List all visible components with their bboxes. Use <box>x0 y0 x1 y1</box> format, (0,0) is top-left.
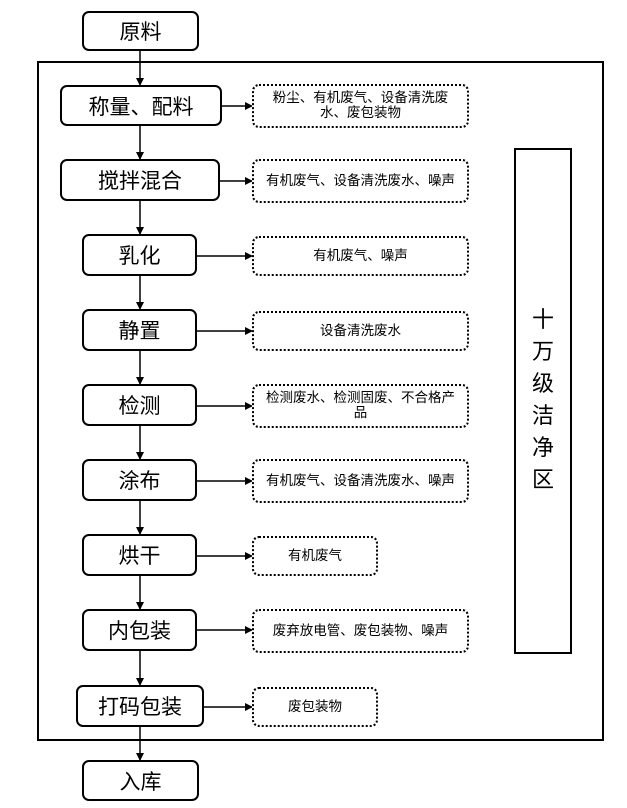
emission-box-6: 有机废气、设备清洗废水、噪声 <box>252 459 469 503</box>
emission-box-2: 有机废气、设备清洗废水、噪声 <box>252 159 469 203</box>
emission-box-5: 检测废水、检测固废、不合格产品 <box>252 384 469 428</box>
emission-box-4: 设备清洗废水 <box>252 311 469 351</box>
step-emulsification: 乳化 <box>82 234 197 276</box>
step-inner-packaging: 内包装 <box>82 609 197 651</box>
step-coding-packaging: 打码包装 <box>76 685 204 727</box>
emission-box-1: 粉尘、有机废气、设备清洗废水、废包装物 <box>252 84 469 128</box>
emission-box-9: 废包装物 <box>252 687 378 727</box>
emission-box-8: 废弃放电管、废包装物、噪声 <box>252 609 469 653</box>
step-drying: 烘干 <box>82 534 197 576</box>
emission-box-7: 有机废气 <box>252 536 378 576</box>
step-weighing-batching: 称量、配料 <box>60 85 222 126</box>
output-box: 入库 <box>82 760 199 801</box>
emission-box-3: 有机废气、噪声 <box>252 236 469 276</box>
step-standing: 静置 <box>82 309 197 351</box>
step-stirring-mixing: 搅拌混合 <box>60 159 220 201</box>
input-box: 原料 <box>82 11 199 51</box>
step-testing: 检测 <box>82 384 197 426</box>
cleanroom-zone-label: 十万级洁净区 <box>514 148 572 654</box>
zone-label-text: 十万级洁净区 <box>531 308 554 493</box>
step-coating: 涂布 <box>82 459 197 501</box>
cleanroom-boundary <box>37 61 604 741</box>
